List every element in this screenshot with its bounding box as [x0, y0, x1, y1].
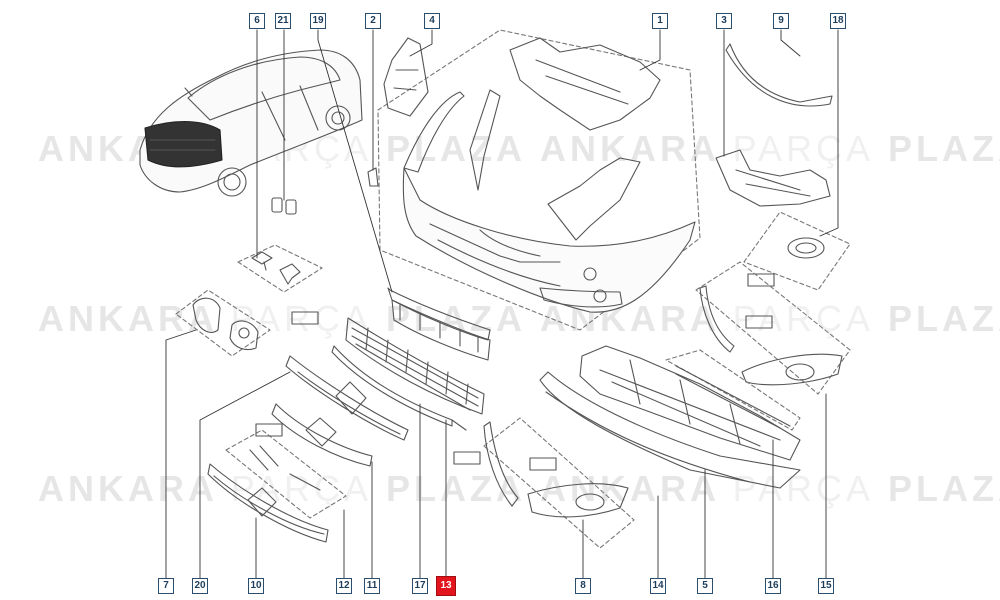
part-4-bracket	[383, 37, 429, 117]
part-label-2[interactable]: 2	[365, 13, 381, 29]
part-16-strip	[675, 365, 791, 429]
part-label-4[interactable]: 4	[424, 13, 440, 29]
part-14-lower-spoiler	[539, 371, 801, 489]
part-13-trim-strip	[331, 345, 453, 427]
part-15-fog-bezel	[699, 285, 843, 386]
watermark-right-text: PLAZA	[888, 468, 1000, 509]
part-6-group-box	[237, 244, 323, 293]
watermark-row-2-left: ANKARA PARÇA PLAZA	[38, 298, 526, 340]
part-label-19[interactable]: 19	[310, 13, 326, 29]
part-9-trim	[725, 43, 833, 107]
part-label-10[interactable]: 10	[248, 578, 264, 594]
part-label-12[interactable]: 12	[336, 578, 352, 594]
clip-box-c	[453, 451, 481, 465]
part-label-20[interactable]: 20	[192, 578, 208, 594]
part-7-brackets	[192, 297, 259, 351]
watermark-middle-text: PARÇA	[732, 468, 875, 509]
watermark-left-text: ANKARA	[38, 468, 217, 509]
part-8-fog-bezel	[483, 421, 629, 518]
car-illustration	[139, 49, 363, 197]
part-label-21[interactable]: 21	[275, 13, 291, 29]
clip-box-b	[255, 423, 283, 437]
part-label-18[interactable]: 18	[830, 13, 846, 29]
part-label-14[interactable]: 14	[650, 578, 666, 594]
part-8-clip-box	[529, 457, 557, 471]
part-label-7[interactable]: 7	[158, 578, 174, 594]
part-21-clips	[271, 197, 297, 215]
part-5-impact-absorber	[579, 345, 801, 461]
watermark-row-3-left: ANKARA PARÇA PLAZA	[38, 468, 526, 510]
part-label-13-highlighted[interactable]: 13	[436, 576, 456, 596]
part-15-clip-box	[745, 315, 773, 329]
part-10-grille	[207, 463, 329, 543]
watermark-middle-text: PARÇA	[732, 298, 875, 339]
part-label-9[interactable]: 9	[773, 13, 789, 29]
part-label-17[interactable]: 17	[412, 578, 428, 594]
watermark-right-text: PLAZA	[386, 468, 527, 509]
part-6-brackets	[251, 251, 301, 285]
watermark-right-text: PLAZA	[888, 298, 1000, 339]
part-18-fog-cover	[787, 237, 825, 259]
watermark-right-text: PLAZA	[888, 128, 1000, 169]
clip-box-a	[291, 311, 319, 325]
part-19-upper-grille	[387, 287, 491, 361]
part-11-chrome-strip	[271, 403, 373, 467]
part-label-8[interactable]: 8	[575, 578, 591, 594]
part-3-bracket	[715, 149, 831, 207]
part-18-clip-box	[747, 273, 775, 287]
watermark-left-text: ANKARA	[540, 128, 719, 169]
watermark-left-text: ANKARA	[38, 298, 217, 339]
part-20-grille-frame	[285, 355, 409, 441]
part-12-group-box	[225, 429, 347, 519]
part-12-clips	[249, 445, 321, 491]
part-label-15[interactable]: 15	[818, 578, 834, 594]
watermark-middle-text: PARÇA	[732, 128, 875, 169]
part-label-1[interactable]: 1	[652, 13, 668, 29]
part-label-5[interactable]: 5	[697, 578, 713, 594]
watermark-row-1-right: ANKARA PARÇA PLAZA	[540, 128, 1000, 170]
part-1-structure	[469, 37, 661, 241]
part-2-clip	[367, 167, 379, 187]
part-label-3[interactable]: 3	[716, 13, 732, 29]
watermark-middle-text: PARÇA	[230, 298, 373, 339]
leader-lines	[165, 29, 839, 579]
watermark-right-text: PLAZA	[386, 298, 527, 339]
part-7-group-box	[175, 289, 271, 357]
part-label-11[interactable]: 11	[364, 578, 380, 594]
watermark-middle-text: PARÇA	[230, 468, 373, 509]
part-15-group-box	[695, 261, 851, 395]
part-8-group-box	[483, 417, 635, 549]
part-18-group-box	[743, 211, 851, 291]
part-label-16[interactable]: 16	[765, 578, 781, 594]
part-1-front-bumper	[402, 91, 696, 313]
part-13-leader-tip	[451, 419, 467, 431]
watermark-right-text: PLAZA	[386, 128, 527, 169]
part-16-group-box	[665, 349, 801, 431]
part-17-lower-grille	[345, 317, 485, 415]
part-label-6[interactable]: 6	[249, 13, 265, 29]
